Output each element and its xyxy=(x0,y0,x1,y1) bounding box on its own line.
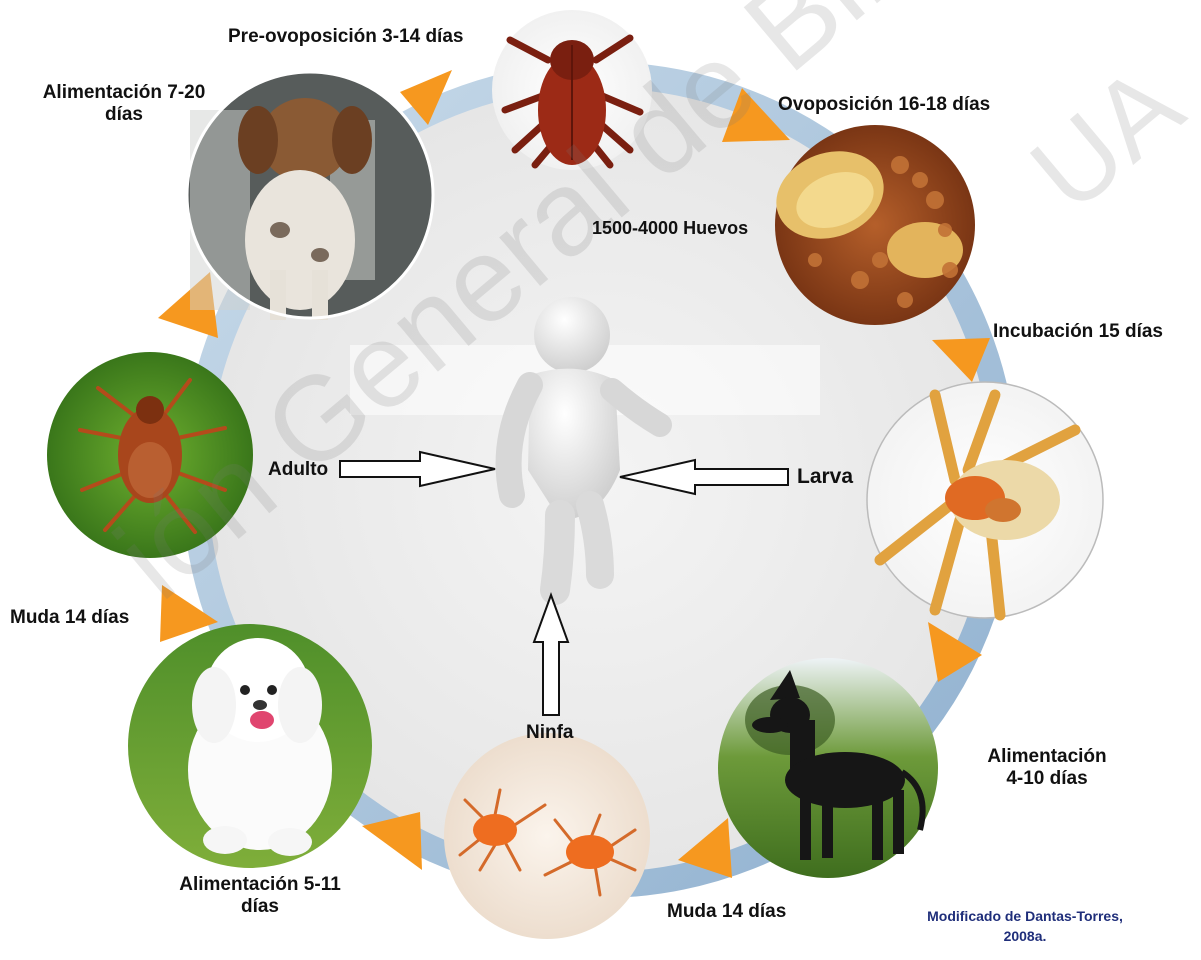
photo-adult-tick xyxy=(47,352,253,558)
label-feeding-7-20-line1: Alimentación 7-20 xyxy=(14,82,234,104)
label-eggs-count: 1500-4000 Huevos xyxy=(592,217,748,239)
label-feeding-4-10-line1: Alimentación xyxy=(972,746,1122,768)
photo-great-dane xyxy=(718,658,938,878)
source-credit-line1: Modificado de Dantas-Torres, xyxy=(905,906,1145,926)
label-feeding-4-10: Alimentación 4-10 días xyxy=(972,746,1122,790)
source-credit-line2: 2008a. xyxy=(905,926,1145,946)
label-ovoposition: Ovoposición 16-18 días xyxy=(778,94,990,116)
label-feeding-7-20: Alimentación 7-20 días xyxy=(14,82,234,126)
label-nymph: Ninfa xyxy=(526,722,574,744)
photo-nymphs xyxy=(444,733,650,939)
photo-tick-preovoposition xyxy=(492,10,652,170)
label-feeding-7-20-line2: días xyxy=(14,104,234,126)
label-adult: Adulto xyxy=(268,459,328,481)
label-feeding-5-11-line1: Alimentación 5-11 xyxy=(150,874,370,896)
label-feeding-5-11-line2: días xyxy=(150,896,370,918)
source-credit: Modificado de Dantas-Torres, 2008a. xyxy=(905,906,1145,946)
label-preovoposition: Pre-ovoposición 3-14 días xyxy=(228,26,463,48)
label-feeding-4-10-line2: 4-10 días xyxy=(972,768,1122,790)
label-molt-left: Muda 14 días xyxy=(10,607,129,629)
label-molt-bottom: Muda 14 días xyxy=(667,901,786,923)
photo-poodle xyxy=(128,624,372,868)
label-feeding-5-11: Alimentación 5-11 días xyxy=(150,874,370,918)
label-incubation: Incubación 15 días xyxy=(993,321,1163,343)
photo-larva xyxy=(867,382,1103,618)
label-larva: Larva xyxy=(797,466,853,488)
